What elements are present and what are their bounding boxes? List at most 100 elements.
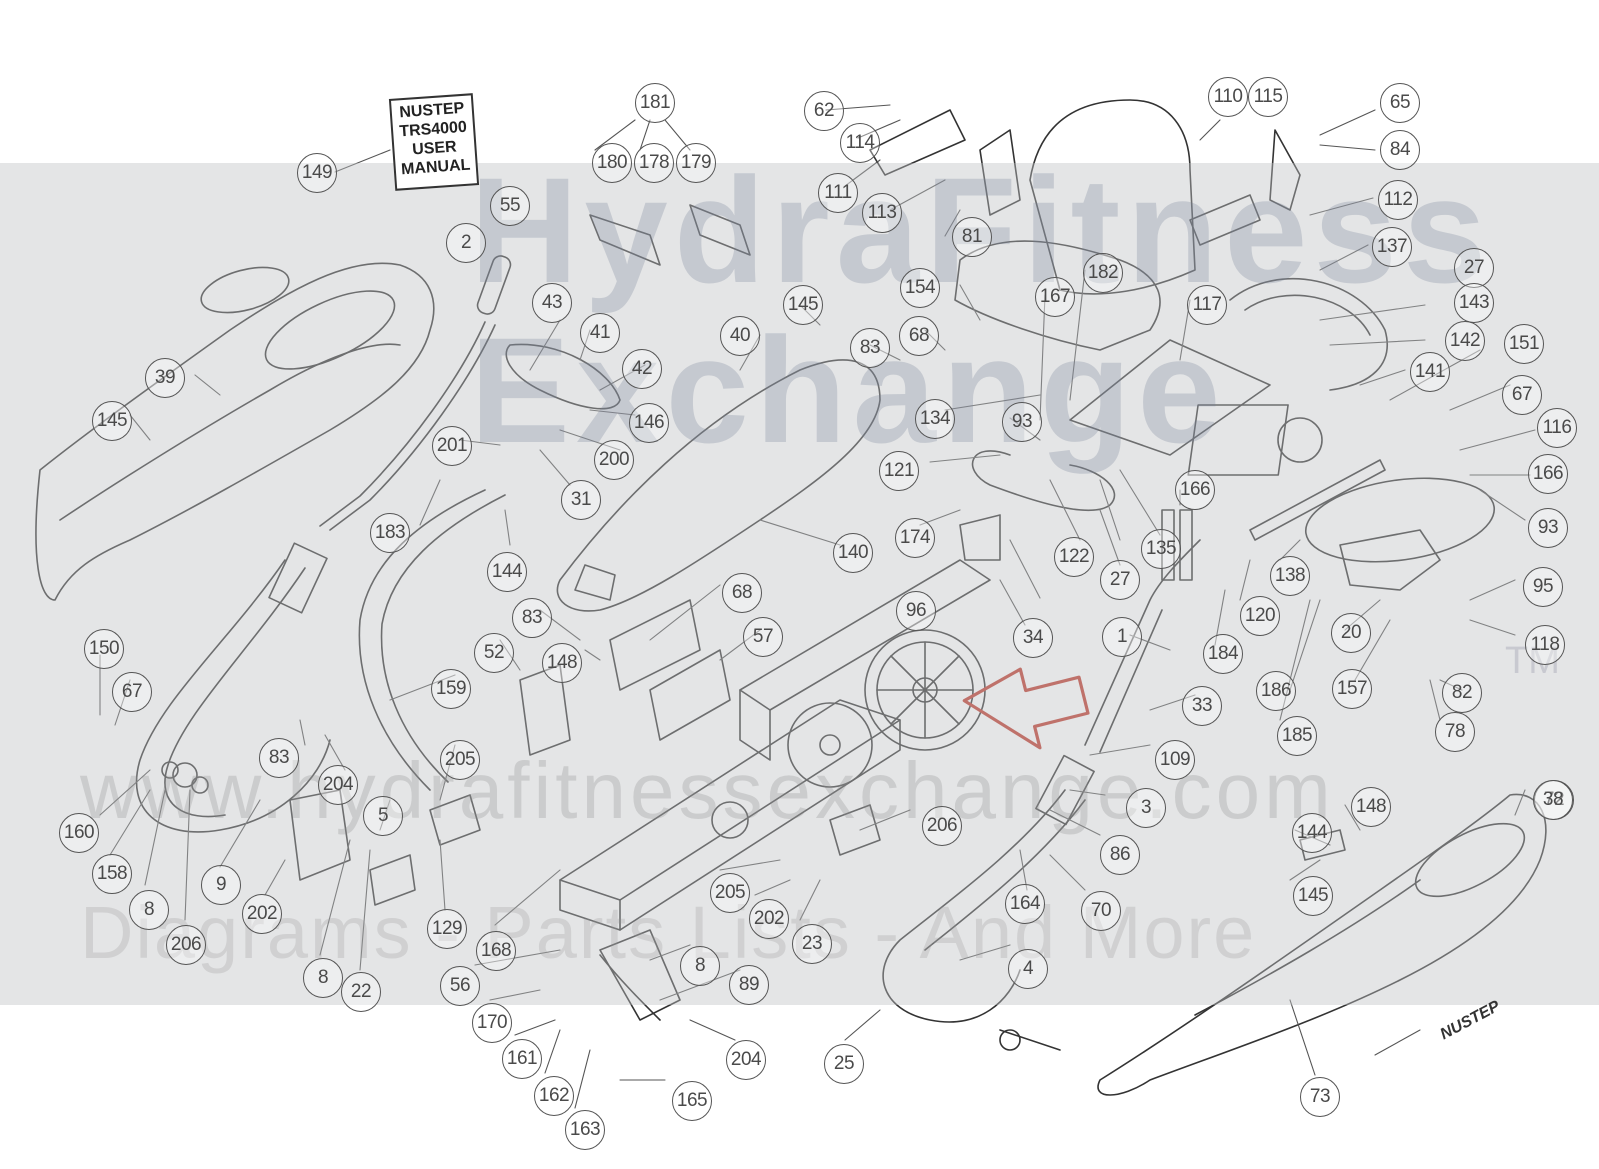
part-callout-167: 167: [1035, 277, 1075, 317]
turntable: [1304, 477, 1496, 563]
part-callout-150: 150: [84, 629, 124, 669]
part-callout-160: 160: [59, 813, 99, 853]
part-callout-34: 34: [1013, 618, 1053, 658]
part-callout-205: 205: [440, 740, 480, 780]
part-callout-25: 25: [824, 1044, 864, 1084]
part-callout-137: 137: [1372, 227, 1412, 267]
center-shroud: [556, 359, 881, 612]
part-callout-144: 144: [487, 552, 527, 592]
part-callout-78: 78: [1435, 712, 1475, 752]
right-shroud: [1097, 793, 1547, 1096]
part-callout-5: 5: [363, 796, 403, 836]
part-callout-138: 138: [1270, 556, 1310, 596]
part-callout-68: 68: [899, 316, 939, 356]
part-callout-38: 38: [1533, 780, 1573, 820]
part-callout-122: 122: [1054, 537, 1094, 577]
part-callout-116: 116: [1537, 408, 1577, 448]
part-callout-206: 206: [166, 925, 206, 965]
part-callout-178: 178: [634, 143, 674, 183]
part-callout-181: 181: [635, 83, 675, 123]
part-callout-202: 202: [242, 894, 282, 934]
part-callout-146: 146: [629, 403, 669, 443]
part-callout-141: 141: [1410, 352, 1450, 392]
part-callout-112: 112: [1378, 180, 1418, 220]
part-callout-204: 204: [318, 765, 358, 805]
part-callout-121: 121: [879, 451, 919, 491]
part-callout-129: 129: [427, 909, 467, 949]
part-callout-185: 185: [1277, 716, 1317, 756]
handle-tube: [329, 324, 496, 531]
part-callout-148: 148: [542, 643, 582, 683]
part-callout-31: 31: [561, 480, 601, 520]
part-callout-205: 205: [710, 873, 750, 913]
part-callout-9: 9: [201, 865, 241, 905]
part-callout-84: 84: [1380, 130, 1420, 170]
part-callout-33: 33: [1182, 686, 1222, 726]
part-callout-2: 2: [446, 223, 486, 263]
part-callout-114: 114: [840, 123, 880, 163]
part-callout-110: 110: [1208, 77, 1248, 117]
part-callout-149: 149: [297, 153, 337, 193]
part-callout-204: 204: [726, 1040, 766, 1080]
part-callout-43: 43: [532, 283, 572, 323]
part-callout-93: 93: [1528, 508, 1568, 548]
part-callout-117: 117: [1187, 285, 1227, 325]
part-callout-186: 186: [1256, 671, 1296, 711]
part-callout-165: 165: [672, 1081, 712, 1121]
part-callout-1: 1: [1102, 617, 1142, 657]
part-callout-57: 57: [743, 617, 783, 657]
manual-line: MANUAL: [400, 156, 471, 179]
part-callout-201: 201: [432, 426, 472, 466]
part-callout-86: 86: [1100, 835, 1140, 875]
part-callout-115: 115: [1248, 77, 1288, 117]
part-callout-144: 144: [1292, 813, 1332, 853]
part-callout-41: 41: [580, 313, 620, 353]
part-callout-83: 83: [850, 328, 890, 368]
seat-cushion: [954, 240, 1161, 351]
user-manual-card: NUSTEP TRS4000 USER MANUAL: [388, 93, 480, 191]
part-callout-65: 65: [1380, 83, 1420, 123]
part-callout-143: 143: [1454, 283, 1494, 323]
part-callout-8: 8: [129, 890, 169, 930]
part-callout-111: 111: [818, 173, 858, 213]
part-callout-120: 120: [1240, 596, 1280, 636]
part-callout-154: 154: [900, 268, 940, 308]
part-callout-81: 81: [952, 217, 992, 257]
part-callout-206: 206: [922, 806, 962, 846]
part-callout-184: 184: [1203, 634, 1243, 674]
part-callout-145: 145: [1293, 876, 1333, 916]
part-callout-180: 180: [592, 143, 632, 183]
highlight-arrow: [962, 667, 1090, 750]
part-callout-67: 67: [1502, 375, 1542, 415]
part-callout-42: 42: [622, 349, 662, 389]
part-callout-161: 161: [502, 1039, 542, 1079]
part-callout-39: 39: [145, 358, 185, 398]
part-callout-157: 157: [1332, 669, 1372, 709]
part-callout-145: 145: [783, 285, 823, 325]
part-callout-68: 68: [722, 573, 762, 613]
part-callout-23: 23: [792, 924, 832, 964]
part-callout-113: 113: [862, 193, 902, 233]
part-callout-27: 27: [1454, 248, 1494, 288]
part-callout-73: 73: [1300, 1077, 1340, 1117]
part-callout-162: 162: [534, 1076, 574, 1116]
part-callout-168: 168: [476, 931, 516, 971]
part-callout-148: 148: [1351, 787, 1391, 827]
part-callout-93: 93: [1002, 402, 1042, 442]
part-callout-109: 109: [1155, 740, 1195, 780]
seat-plate: [1069, 339, 1271, 456]
part-callout-170: 170: [472, 1003, 512, 1043]
part-callout-8: 8: [680, 946, 720, 986]
part-callout-140: 140: [833, 533, 873, 573]
part-callout-20: 20: [1331, 613, 1371, 653]
part-callout-82: 82: [1442, 673, 1482, 713]
part-callout-135: 135: [1141, 529, 1181, 569]
part-callout-52: 52: [474, 633, 514, 673]
part-callout-89: 89: [729, 965, 769, 1005]
part-callout-83: 83: [512, 598, 552, 638]
part-callout-182: 182: [1083, 253, 1123, 293]
part-callout-118: 118: [1525, 625, 1565, 665]
part-callout-202: 202: [749, 899, 789, 939]
part-callout-56: 56: [440, 966, 480, 1006]
